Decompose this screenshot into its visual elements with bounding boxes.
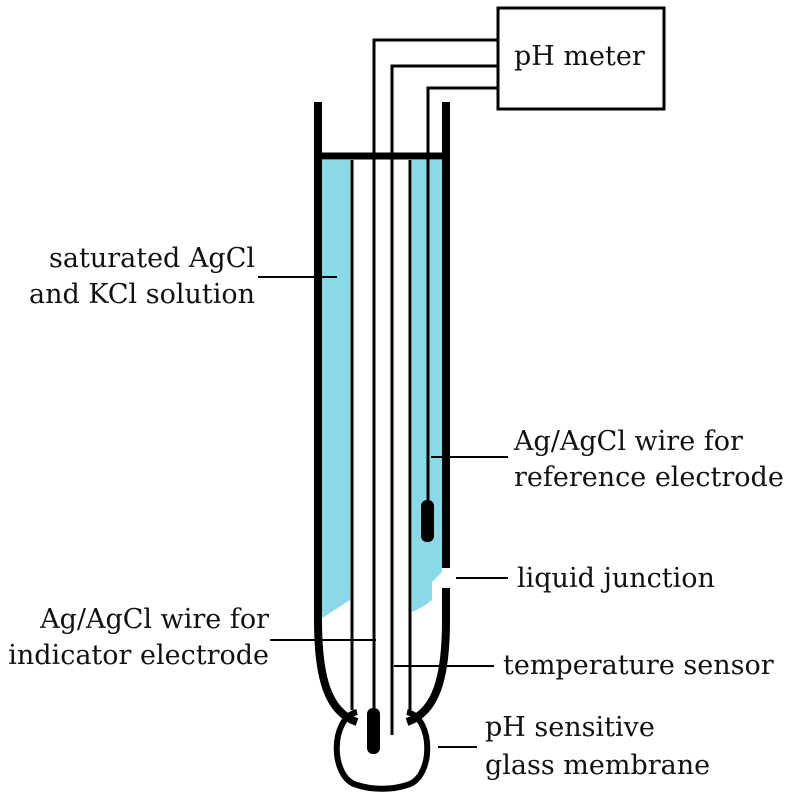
wire-temperature xyxy=(390,64,497,735)
label-reference-wire-line1: Ag/AgCl wire for xyxy=(514,426,743,457)
reference-electrode-tip xyxy=(421,500,434,542)
glass-membrane xyxy=(333,709,431,792)
label-solution-line2: and KCl solution xyxy=(29,279,255,310)
ph-meter-label: pH meter xyxy=(514,41,645,72)
ph-meter-box xyxy=(496,6,666,111)
label-membrane-line1: pH sensitive xyxy=(485,712,655,743)
label-membrane-line2: glass membrane xyxy=(485,750,711,781)
label-temperature-sensor: temperature sensor xyxy=(503,650,774,681)
wire-indicator xyxy=(372,38,497,752)
label-indicator-wire-line1: Ag/AgCl wire for xyxy=(40,604,269,635)
solution-fill-left xyxy=(322,160,350,618)
label-solution-line1: saturated AgCl xyxy=(49,243,255,274)
indicator-electrode-tip xyxy=(367,708,380,754)
label-liquid-junction: liquid junction xyxy=(517,563,715,594)
label-indicator-wire-line2: indicator electrode xyxy=(8,640,269,671)
label-reference-wire-line2: reference electrode xyxy=(514,462,784,493)
wire-reference xyxy=(426,86,497,540)
